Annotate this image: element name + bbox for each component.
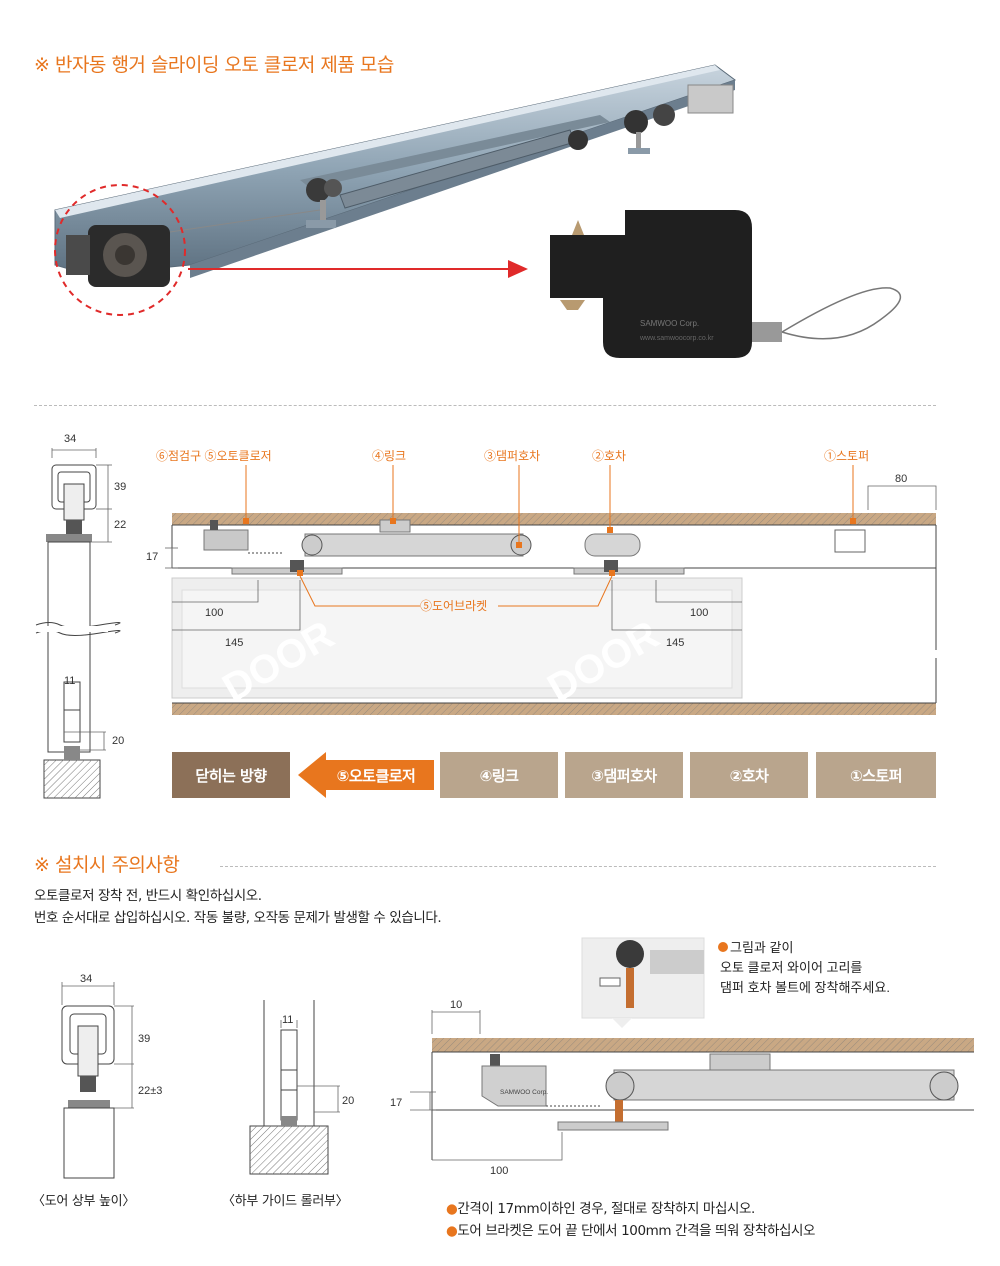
wire-note-l2: 오토 클로저 와이어 고리를 — [720, 960, 862, 975]
link-bar-side — [613, 1069, 955, 1101]
wire-note-l1: 그림과 같이 — [730, 940, 793, 955]
dim-39: 39 — [114, 481, 126, 493]
closer-body — [203, 529, 249, 551]
closer-enlarged — [550, 210, 752, 358]
roller-body — [584, 533, 641, 557]
link-bar — [304, 533, 524, 557]
arrow-head-icon — [508, 260, 528, 278]
section-title-product: ※ 반자동 행거 슬라이딩 오토 클로저 제품 모습 — [34, 54, 394, 76]
label-link: ④링크 — [372, 449, 406, 463]
closer-side — [481, 1065, 547, 1107]
label-bracket: ⑤도어브라켓 — [420, 599, 487, 613]
dim2-11: 11 — [282, 1014, 293, 1026]
dim2-34: 34 — [80, 973, 92, 985]
install-diagram: 34 39 22 11 20 17 DOOR DOOR — [35, 433, 937, 799]
damper-roller — [568, 130, 588, 150]
label-damper-roller: ③댐퍼호차 — [484, 449, 540, 463]
roller-right — [624, 110, 648, 134]
flow-item-stopper: ①스토퍼 — [816, 752, 936, 798]
dim-100-right: 100 — [690, 607, 708, 619]
closer-site-text: www.samwoocorp.co.kr — [639, 335, 714, 342]
dim2-17: 17 — [390, 1097, 402, 1109]
product-photo: SAMWOO Corp. www.samwoocorp.co.kr — [54, 64, 902, 358]
caption-bottom-guide: 〈하부 가이드 롤러부〉 — [222, 1194, 349, 1209]
dim-34: 34 — [64, 433, 76, 445]
bracket-side — [557, 1121, 669, 1131]
bracket-right — [573, 567, 685, 575]
caution-diagram: 34 39 22±3 11 20 그림과 같이 오토 클로저 와이어 고리를 댐… — [61, 937, 974, 1179]
bracket-left — [231, 567, 343, 575]
stopper-body — [834, 529, 866, 553]
separator-1 — [34, 405, 936, 406]
dim-20: 20 — [112, 735, 124, 747]
caution-line-2: 번호 순서대로 삽입하십시오. 작동 불량, 오작동 문제가 발생할 수 있습니… — [34, 910, 442, 926]
flow-item-closer: ⑤오토클로저 — [336, 766, 416, 785]
dim-17: 17 — [146, 551, 158, 563]
label-inspection-closer: ⑥점검구 ⑤오토클로저 — [156, 449, 272, 463]
dim2-10: 10 — [450, 999, 462, 1011]
closer-brand-text: SAMWOO Corp. — [640, 319, 699, 328]
dim-80: 80 — [895, 473, 907, 485]
dim2-100: 100 — [490, 1165, 508, 1177]
dim2-39: 39 — [138, 1033, 150, 1045]
flow-item-roller: ②호차 — [690, 752, 808, 798]
wire-loop — [781, 287, 902, 340]
dim-145-right: 145 — [666, 637, 684, 649]
flow-item-link: ④링크 — [440, 752, 558, 798]
dim2-20: 20 — [342, 1095, 354, 1107]
dim-145-left: 145 — [225, 637, 243, 649]
label-stopper: ①스토퍼 — [824, 449, 869, 463]
dim-100-left: 100 — [205, 607, 223, 619]
section-title-caution: ※ 설치시 주의사항 — [34, 850, 184, 877]
roller-left — [306, 178, 330, 202]
closer-side-brand: SAMWOO Corp. — [500, 1089, 548, 1096]
flow-close-direction: 닫히는 방향 — [172, 752, 290, 798]
closer-clamp — [752, 322, 782, 342]
dim2-22: 22±3 — [138, 1085, 162, 1097]
caption-top-height: 〈도어 상부 높이〉 — [32, 1194, 136, 1209]
note-bullet-icon — [718, 942, 728, 952]
highlight-circle — [54, 184, 186, 316]
flow-item-damper: ③댐퍼호차 — [565, 752, 683, 798]
guide-roller — [280, 1029, 298, 1121]
bullet-2: ●도어 브라켓은 도어 끝 단에서 100mm 간격을 띄워 장착하십시오 — [446, 1223, 816, 1239]
bullet-dot-icon: ● — [446, 1201, 458, 1217]
label-roller: ②호차 — [592, 449, 626, 463]
bullet-dot-icon: ● — [446, 1223, 458, 1239]
bullet-1: ●간격이 17mm이하인 경우, 절대로 장착하지 마십시오. — [446, 1201, 755, 1217]
caution-line-1: 오토클로저 장착 전, 반드시 확인하십시오. — [34, 888, 262, 904]
dim-11: 11 — [64, 675, 75, 687]
separator-2 — [220, 866, 936, 867]
flow-arrow-icon — [298, 752, 434, 798]
stopper — [687, 84, 734, 114]
dim-22: 22 — [114, 519, 126, 531]
wire-note-l3: 댐퍼 호차 볼트에 장착해주세요. — [720, 980, 890, 995]
side-profile: 34 39 22 11 20 — [35, 433, 126, 799]
